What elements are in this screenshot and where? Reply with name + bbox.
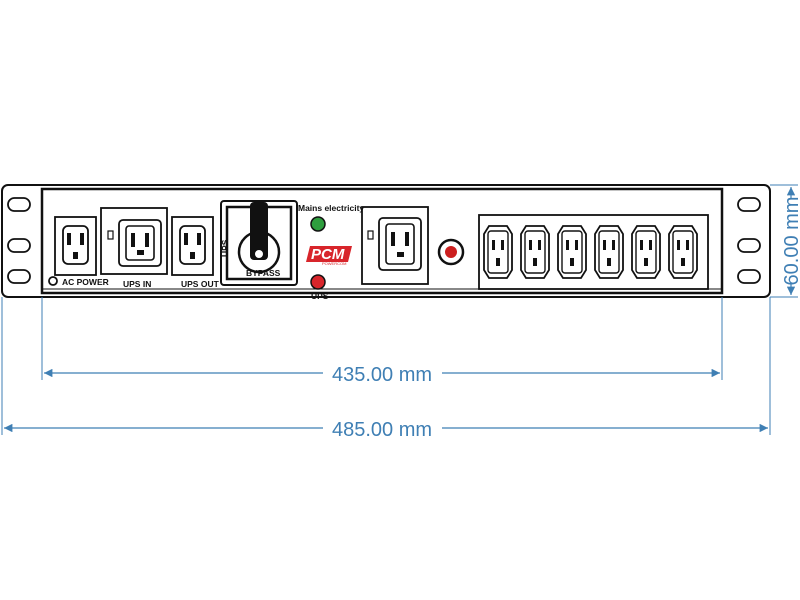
c13-outlet	[557, 225, 587, 279]
ups-indicator-label: UPS	[311, 291, 329, 301]
svg-text:435.00 mm: 435.00 mm	[332, 364, 432, 386]
ac-power-label: AC POWER	[62, 277, 109, 287]
c19-output-outlet	[361, 206, 429, 285]
pcm-logo: PCM POWERCOM	[306, 246, 352, 266]
ac-power-inlet	[54, 216, 97, 276]
dimension-total-width: 485.00 mm	[1, 297, 771, 441]
svg-text:485.00 mm: 485.00 mm	[332, 419, 432, 441]
mains-led-icon	[310, 216, 326, 232]
c13-outlet-bank	[478, 214, 709, 290]
svg-text:60.00 mm: 60.00 mm	[781, 197, 800, 286]
mounting-slot	[7, 238, 31, 253]
bypass-rotary-switch	[220, 200, 298, 286]
c13-outlet	[668, 225, 698, 279]
mounting-slot	[7, 197, 31, 212]
left-mounting-slots	[7, 197, 31, 284]
mounting-slot	[737, 269, 761, 284]
right-mounting-slots	[737, 197, 761, 284]
pdu-body	[40, 187, 724, 295]
dimension-inner-width: 435.00 mm	[41, 297, 723, 386]
switch-pivot-icon	[254, 249, 264, 259]
ups-out-inlet	[171, 216, 214, 276]
c13-outlet	[483, 225, 513, 279]
switch-ups-position-label: UPS	[220, 239, 230, 257]
ups-in-outlet	[100, 207, 168, 275]
mounting-slot	[737, 197, 761, 212]
c13-outlet	[631, 225, 661, 279]
ground-screw-icon	[48, 276, 58, 286]
ups-in-label: UPS IN	[123, 279, 151, 289]
ups-out-label: UPS OUT	[181, 279, 220, 289]
dimension-height: 60.00 mm	[770, 184, 800, 298]
c13-outlet	[594, 225, 624, 279]
mounting-slot	[737, 238, 761, 253]
c13-outlets	[483, 225, 698, 279]
bypass-label: BYPASS	[246, 268, 281, 278]
svg-text:PCM: PCM	[311, 246, 345, 263]
mounting-slot	[7, 269, 31, 284]
svg-text:POWERCOM: POWERCOM	[322, 261, 346, 266]
circuit-breaker-button	[437, 238, 465, 266]
c13-outlet	[520, 225, 550, 279]
mains-electricity-label: Mains electricity	[298, 203, 364, 213]
ups-led-icon	[310, 274, 326, 290]
